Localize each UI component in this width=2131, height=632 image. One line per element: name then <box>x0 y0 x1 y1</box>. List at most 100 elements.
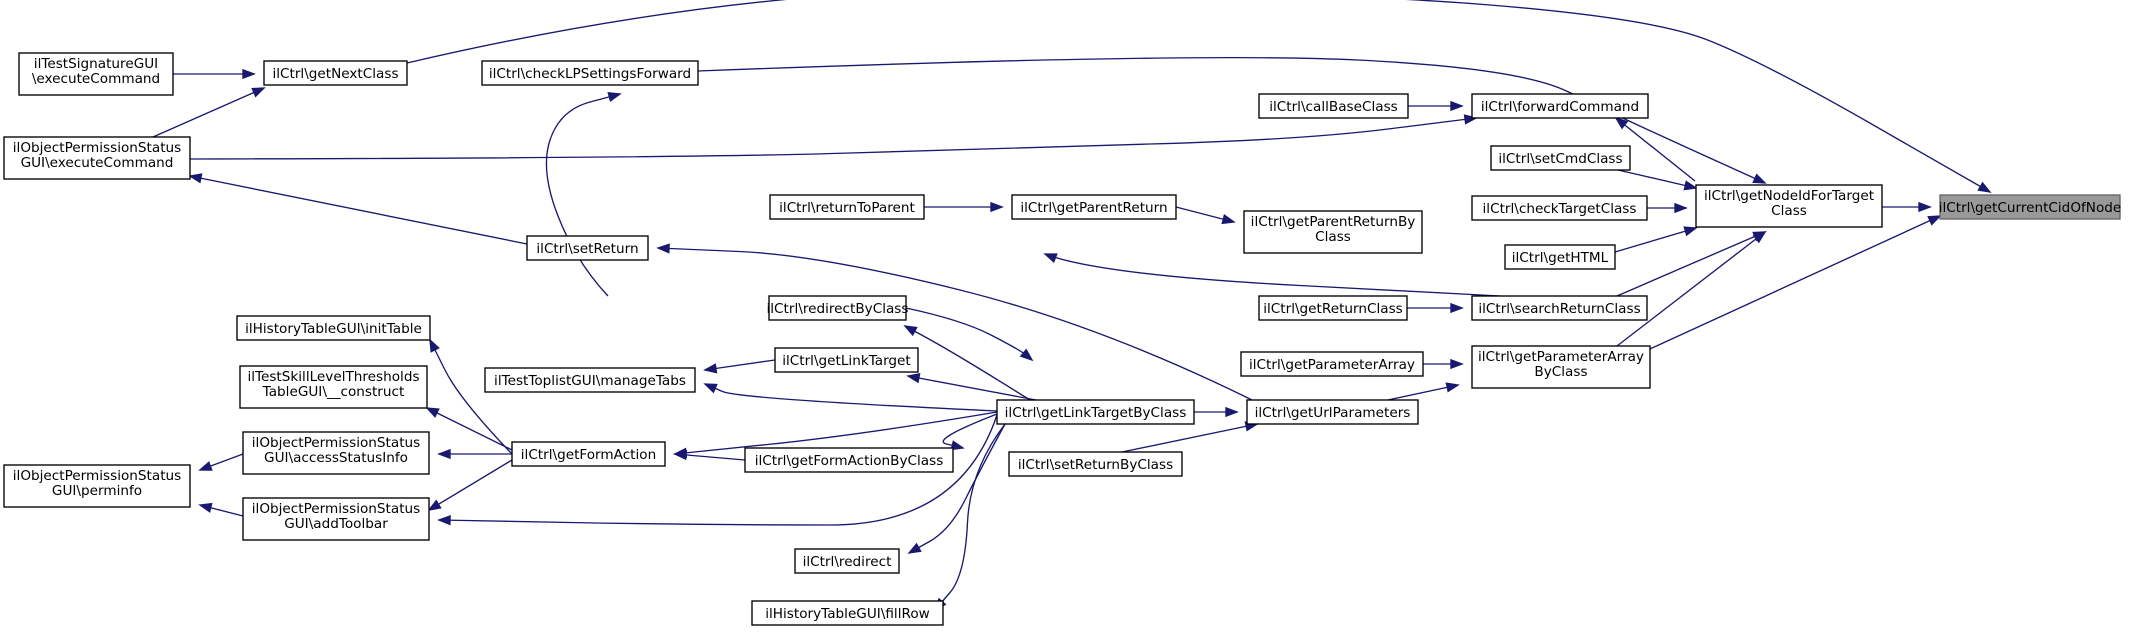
arrowhead-icon <box>1225 406 1239 418</box>
arrowhead-icon <box>950 440 965 451</box>
node-label: ilCtrl\getCurrentCidOfNode <box>1939 200 2122 216</box>
node-accessStatusInfo[interactable]: ilObjectPermissionStatusGUI\accessStatus… <box>242 431 430 475</box>
edge-getLinkTargetByClass-to-addToolbar <box>437 414 998 526</box>
arrowhead-icon <box>427 499 442 511</box>
node-returnToParent[interactable]: ilCtrl\returnToParent <box>769 194 925 220</box>
node-label: ilObjectPermissionStatus <box>252 435 420 451</box>
node-label: Class <box>1771 203 1807 219</box>
arrowhead-icon <box>656 243 670 254</box>
node-setCmdClass[interactable]: ilCtrl\setCmdClass <box>1490 145 1631 171</box>
node-skillLevelConstruct[interactable]: ilTestSkillLevelThresholdsTableGUI\__con… <box>239 365 428 409</box>
node-getUrlParameters[interactable]: ilCtrl\getUrlParameters <box>1246 399 1419 425</box>
edge-getFormActionByClass-to-getFormAction <box>673 449 746 461</box>
node-historyInitTable[interactable]: ilHistoryTableGUI\initTable <box>236 315 431 341</box>
node-checkLPSettingsForward[interactable]: ilCtrl\checkLPSettingsForward <box>481 60 699 86</box>
node-label: ilCtrl\getNextClass <box>272 66 398 82</box>
node-label: \executeCommand <box>32 71 160 87</box>
node-getParentReturn[interactable]: ilCtrl\getParentReturn <box>1011 194 1177 220</box>
edge-getParameterArrayByClass-to-getCurrentCidOfNode <box>1649 215 1942 350</box>
node-objPermExecute[interactable]: ilObjectPermissionStatusGUI\executeComma… <box>3 136 191 180</box>
node-getHTML[interactable]: ilCtrl\getHTML <box>1504 244 1616 270</box>
node-label: ByClass <box>1534 364 1587 380</box>
node-setReturnByClass[interactable]: ilCtrl\setReturnByClass <box>1008 451 1183 477</box>
node-callBaseClass[interactable]: ilCtrl\callBaseClass <box>1258 93 1409 119</box>
edge-getLinkTargetByClass-to-getLinkTarget <box>906 373 1037 401</box>
node-toplistManageTabs[interactable]: ilTestToplistGUI\manageTabs <box>484 367 696 393</box>
node-getLinkTarget[interactable]: ilCtrl\getLinkTarget <box>774 347 919 373</box>
node-searchReturnClass[interactable]: ilCtrl\searchReturnClass <box>1471 295 1648 321</box>
edge-getFormAction-to-accessStatusInfo <box>437 448 512 460</box>
node-getFormActionByClass[interactable]: ilCtrl\getFormActionByClass <box>744 447 954 473</box>
node-forwardCommand[interactable]: ilCtrl\forwardCommand <box>1471 93 1649 119</box>
edge-addToolbar-to-perminfo <box>198 502 244 517</box>
edge-checkTargetClass-to-getNodeIdForTargetClass <box>1647 202 1688 214</box>
edge-getUrlParameters-to-getParameterArrayByClass <box>1387 382 1460 401</box>
node-label: ilCtrl\getUrlParameters <box>1255 405 1411 421</box>
node-label: TableGUI\__construct <box>262 384 405 400</box>
arrowhead-icon <box>673 449 688 461</box>
node-label: ilCtrl\redirect <box>803 554 892 570</box>
node-getLinkTargetByClass[interactable]: ilCtrl\getLinkTargetByClass <box>996 399 1195 425</box>
node-historyFillRow[interactable]: ilHistoryTableGUI\fillRow <box>751 600 944 626</box>
arrowhead-icon <box>1450 100 1464 112</box>
node-checkTargetClass[interactable]: ilCtrl\checkTargetClass <box>1471 195 1648 221</box>
call-graph-nodes: ilCtrl\getCurrentCidOfNode ilCtrl\getNode… <box>3 52 2122 626</box>
edge-redirectByClass-to-checkLPSettingsForward <box>905 307 1034 362</box>
node-label: ilCtrl\checkLPSettingsForward <box>489 66 691 82</box>
edge-getHTML-to-getNodeIdForTargetClass <box>1614 226 1698 253</box>
node-setReturn[interactable]: ilCtrl\setReturn <box>526 235 649 261</box>
node-label: ilCtrl\getFormActionByClass <box>755 453 944 469</box>
edge-getLinkTargetByClass-to-redirectByClass <box>903 325 1031 401</box>
arrowhead-icon <box>1445 382 1460 393</box>
node-redirect[interactable]: ilCtrl\redirect <box>794 548 900 574</box>
arrowhead-icon <box>703 383 718 394</box>
node-getParameterArray[interactable]: ilCtrl\getParameterArray <box>1240 351 1424 377</box>
edge-getLinkTargetByClass-to-redirect <box>907 423 1006 554</box>
node-redirectByClass[interactable]: ilCtrl\redirectByClass <box>767 295 909 321</box>
node-testSignatureExecute[interactable]: ilTestSignatureGUI\executeCommand <box>18 52 174 96</box>
node-getReturnClass[interactable]: ilCtrl\getReturnClass <box>1258 295 1408 321</box>
arrowhead-icon <box>1221 214 1236 225</box>
edge-setCmdClass-to-getNodeIdForTargetClass <box>1617 169 1698 191</box>
edge-getUrlParameters-to-setReturn <box>656 243 1253 401</box>
arrowhead-icon <box>198 502 213 513</box>
arrowhead-icon <box>1674 202 1688 214</box>
node-label: ilCtrl\getLinkTarget <box>782 353 911 369</box>
edge-callBaseClass-to-forwardCommand <box>1408 100 1464 112</box>
arrowhead-icon <box>607 92 622 103</box>
arrowhead-icon <box>1918 201 1932 213</box>
edge-returnToParent-to-getParentReturn <box>924 201 1004 213</box>
edge-checkLPSettingsForward-to-getNextClass <box>545 92 622 297</box>
node-label: ilCtrl\returnToParent <box>779 200 915 216</box>
node-label: ilCtrl\getNodeIdForTarget <box>1704 188 1874 204</box>
node-label: ilCtrl\redirectByClass <box>767 301 909 317</box>
edge-getFormAction-to-addToolbar <box>427 459 513 511</box>
edge-setReturnByClass-to-getUrlParameters <box>1121 421 1259 453</box>
edge-forwardCommand-to-getNodeIdForTargetClass <box>1614 116 1696 182</box>
edge-getParentReturnByClass-to-searchReturnClass <box>1043 253 1501 297</box>
arrowhead-icon <box>425 407 440 418</box>
arrowhead-icon <box>1614 116 1629 130</box>
edge-accessStatusInfo-to-perminfo <box>198 453 244 471</box>
edge-getReturnClass-to-searchReturnClass <box>1407 302 1464 314</box>
edge-getLinkTargetByClass-to-toplistManageTabs <box>703 383 998 412</box>
node-label: ilCtrl\getFormAction <box>521 447 656 463</box>
arrowhead-icon <box>1927 215 1942 226</box>
node-getNextClass[interactable]: ilCtrl\getNextClass <box>263 60 408 86</box>
edge-objPermExecute-to-getNextClass <box>152 87 266 138</box>
arrowhead-icon <box>1043 253 1058 264</box>
node-label: ilCtrl\getParentReturn <box>1020 200 1167 216</box>
node-label: ilCtrl\searchReturnClass <box>1478 301 1640 317</box>
node-getCurrentCidOfNode[interactable]: ilCtrl\getCurrentCidOfNode <box>1939 194 2122 220</box>
edge-testSignatureExecute-to-getNextClass <box>173 68 256 80</box>
node-getFormAction[interactable]: ilCtrl\getFormAction <box>511 441 666 467</box>
arrowhead-icon <box>1463 114 1478 125</box>
node-label: ilHistoryTableGUI\fillRow <box>765 606 930 622</box>
arrowhead-icon <box>1977 181 1992 193</box>
edge-getNodeIdForTargetClass-to-getCurrentCidOfNode <box>1882 201 1932 213</box>
